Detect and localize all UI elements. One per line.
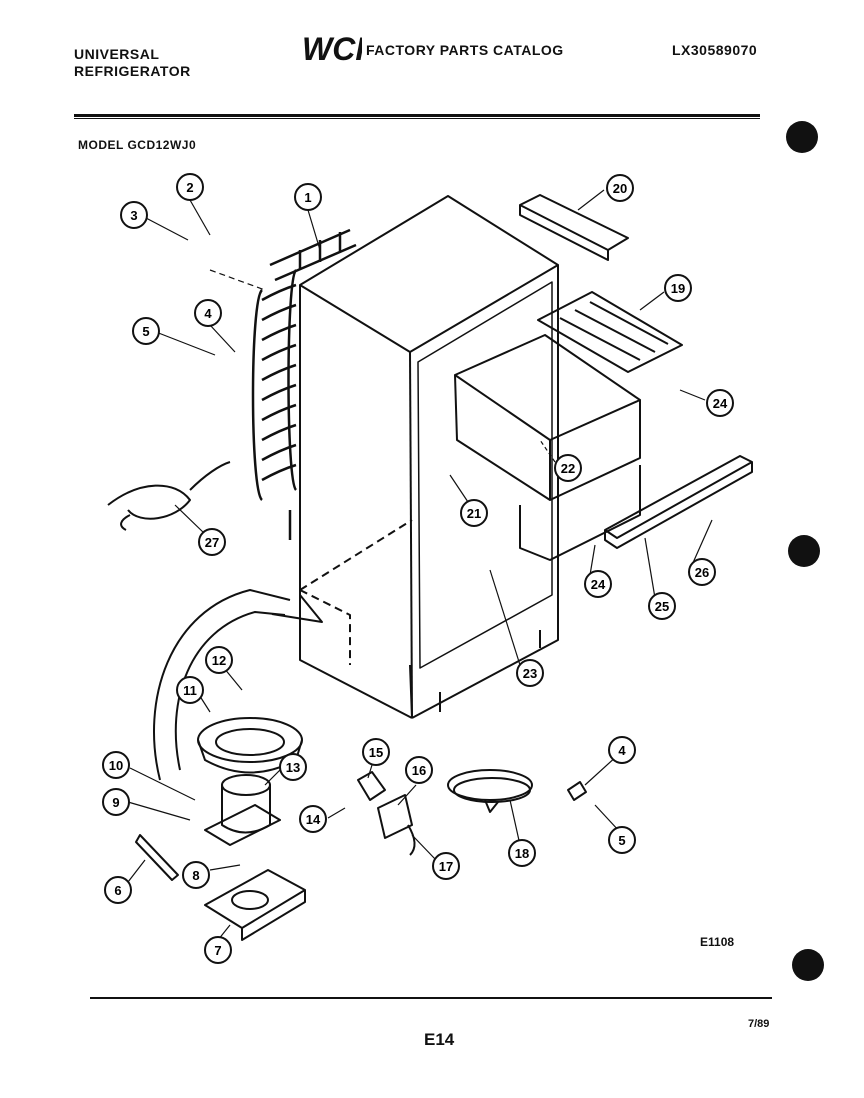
header-rule [74,114,760,117]
condenser-coil [251,228,357,540]
svg-text:9: 9 [112,795,119,810]
callout-5-bottom: 5 [608,826,636,854]
callout-9: 9 [102,788,130,816]
callout-5-top: 5 [132,317,160,345]
brand-name: UNIVERSAL REFRIGERATOR [74,46,191,80]
power-cord [107,461,231,531]
callout-3: 3 [120,201,148,229]
svg-text:7: 7 [214,943,221,958]
diagram-code: E1108 [700,935,735,949]
callout-4-top: 4 [194,299,222,327]
callout-27: 27 [198,528,226,556]
header-rule-thin [74,118,760,119]
callout-16: 16 [405,756,433,784]
footer-rule [90,997,772,999]
svg-text:16: 16 [412,763,426,778]
svg-text:24: 24 [713,396,728,411]
top-cover-part [519,194,629,261]
callout-24-upper: 24 [706,389,734,417]
callout-13: 13 [279,753,307,781]
wci-logo: WCI [302,31,362,66]
svg-text:18: 18 [515,846,529,861]
callout-12: 12 [205,646,233,674]
svg-text:5: 5 [618,833,625,848]
callout-2: 2 [176,173,204,201]
svg-text:3: 3 [130,208,137,223]
svg-text:13: 13 [286,760,300,775]
svg-text:20: 20 [613,181,627,196]
svg-text:26: 26 [695,565,709,580]
svg-text:15: 15 [369,745,383,760]
callout-21: 21 [460,499,488,527]
callout-10: 10 [102,751,130,779]
page-number: E14 [424,1030,455,1049]
svg-text:2: 2 [186,180,193,195]
logo-text: WCI [302,31,362,66]
callout-4-bottom: 4 [608,736,636,764]
brand-line-2: REFRIGERATOR [74,63,191,79]
revision-date: 7/89 [748,1018,770,1030]
door-rail [604,455,753,549]
wire-harness [447,769,533,813]
svg-text:25: 25 [655,599,669,614]
callout-18: 18 [508,839,536,867]
callouts: 1 2 3 4 5 6 7 8 9 10 11 12 13 14 15 16 1… [102,173,734,964]
svg-text:22: 22 [561,461,575,476]
svg-text:14: 14 [306,812,321,827]
catalog-number: LX30589070 [672,42,758,58]
compressor [204,774,281,846]
callout-15: 15 [362,738,390,766]
svg-text:23: 23 [523,666,537,681]
svg-text:10: 10 [109,758,123,773]
svg-text:4: 4 [204,306,212,321]
callout-26: 26 [688,558,716,586]
svg-text:27: 27 [205,535,219,550]
callout-20: 20 [606,174,634,202]
svg-text:11: 11 [183,683,197,698]
callout-17: 17 [432,852,460,880]
callout-19: 19 [664,274,692,302]
svg-text:5: 5 [142,324,149,339]
svg-text:19: 19 [671,281,685,296]
model-label: MODEL GCD12WJ0 [78,138,197,152]
clip-part [135,834,179,881]
compressor-bracket [204,869,306,941]
callout-25: 25 [648,592,676,620]
callout-7: 7 [204,936,232,964]
callout-23: 23 [516,659,544,687]
binder-hole-bottom [792,949,824,981]
relay-assembly [357,771,416,856]
callout-6: 6 [104,876,132,904]
svg-text:21: 21 [467,506,481,521]
callout-14: 14 [299,805,327,833]
callout-24-lower: 24 [584,570,612,598]
evaporator-panel [537,291,683,373]
svg-text:1: 1 [304,190,311,205]
svg-text:6: 6 [114,883,121,898]
callout-11: 11 [176,676,204,704]
svg-text:8: 8 [192,868,199,883]
callout-1: 1 [294,183,322,211]
callout-8: 8 [182,861,210,889]
brand-line-1: UNIVERSAL [74,46,160,62]
svg-text:17: 17 [439,859,453,874]
svg-text:24: 24 [591,577,606,592]
hardware-clip [567,781,587,801]
cabinet-body [299,195,559,719]
callout-22: 22 [554,454,582,482]
svg-text:12: 12 [212,653,226,668]
drain-tube [153,589,323,781]
svg-text:4: 4 [618,743,626,758]
freezer-liner [454,334,641,561]
catalog-title: FACTORY PARTS CATALOG [366,42,564,58]
binder-hole-middle [788,535,820,567]
binder-hole-top [786,121,818,153]
